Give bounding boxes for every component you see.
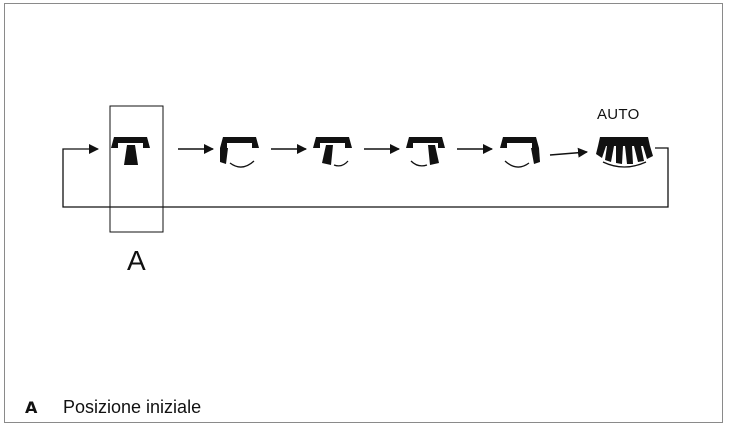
legend-key: A <box>25 398 38 417</box>
vent-center-right-icon <box>406 137 445 167</box>
legend: A Posizione iniziale <box>25 398 201 416</box>
legend-text: Posizione iniziale <box>63 397 202 417</box>
cycle-arrow <box>549 147 588 158</box>
figure-frame <box>4 3 723 423</box>
vent-center-left-icon <box>313 137 352 167</box>
vent-center-icon <box>111 137 150 165</box>
start-position-box <box>109 105 164 233</box>
vent-right-icon <box>500 137 540 168</box>
vent-left-icon <box>220 137 259 168</box>
auto-label: AUTO <box>597 106 640 123</box>
vent-auto-icon <box>596 137 653 168</box>
start-marker-label: A <box>127 245 146 276</box>
cycle-return-line <box>62 144 669 208</box>
